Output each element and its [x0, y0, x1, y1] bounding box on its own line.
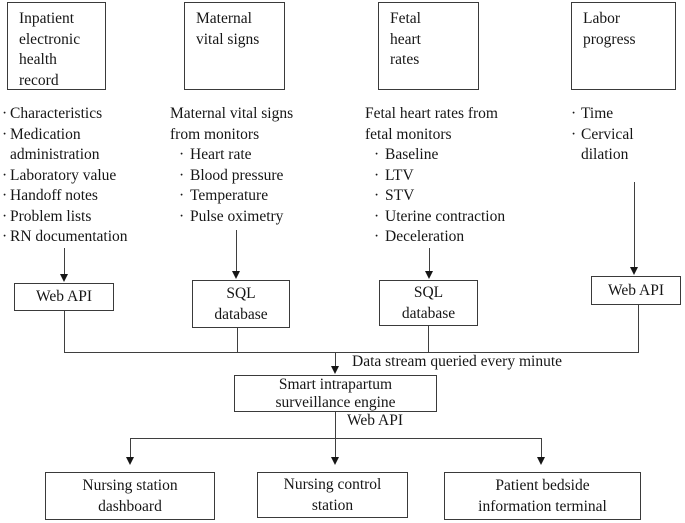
bullet: · — [2, 125, 8, 143]
arrowhead-icon — [60, 274, 68, 282]
bullet: · — [571, 125, 577, 143]
list-item-text: Blood pressure — [190, 166, 284, 184]
list-item-text: LTV — [385, 166, 414, 184]
web-api-box-2: Web API — [591, 276, 681, 305]
list-item: · LTV — [374, 166, 537, 187]
list-item: · Laboratory value — [2, 166, 164, 187]
arrowhead-icon — [126, 457, 134, 465]
list-item-text: Uterine contraction — [385, 207, 506, 225]
list-item-text: Problem lists — [10, 207, 92, 225]
list-items-group: · Baseline · LTV · STV · Uterine contrac… — [374, 145, 537, 248]
list-labor-progress: · Time · Cervical dilation — [571, 104, 681, 166]
line-webapi1-down — [64, 311, 66, 353]
list-heading: Fetal heart rates from fetal monitors — [365, 105, 498, 143]
engine-box: Smart intrapartum surveillance engine — [234, 375, 437, 412]
output-box-nursing-dashboard: Nursing station dashboard — [45, 472, 215, 520]
line-branch-middle — [335, 438, 337, 458]
list-item: · Deceleration — [374, 227, 537, 248]
list-item: · Blood pressure — [179, 166, 342, 187]
list-item: · Medication administration — [2, 125, 164, 166]
list-item: · Problem lists — [2, 207, 164, 228]
bullet: · — [2, 166, 8, 184]
bullet: · — [374, 146, 380, 163]
list-item-text: Heart rate — [190, 146, 252, 163]
source-box-fetal-heart-rates: Fetal heart rates — [378, 2, 479, 90]
list-item: · Cervical dilation — [571, 125, 681, 166]
bullet: · — [374, 207, 380, 225]
output-box-nursing-control: Nursing control station — [257, 472, 408, 518]
line-fetal-to-sql — [429, 248, 431, 271]
list-item-text: Medication administration — [10, 125, 100, 164]
list-item-text: Handoff notes — [10, 187, 98, 204]
list-item-text: Deceleration — [385, 228, 465, 245]
line-branch-right — [541, 438, 543, 458]
arrowhead-icon — [537, 457, 545, 465]
line-branch-left — [130, 438, 132, 458]
list-maternal-vitals: Maternal vital signs from monitors · Hea… — [170, 104, 342, 227]
web-api-box-1: Web API — [14, 283, 114, 311]
bullet: · — [571, 105, 577, 122]
web-api-label: Web API — [347, 412, 404, 429]
list-item-text: STV — [385, 187, 415, 204]
list-item-text: Temperature — [190, 187, 269, 204]
arrowhead-icon — [425, 271, 433, 279]
arrowhead-icon — [232, 271, 240, 279]
source-box-maternal-vitals: Maternal vital signs — [184, 2, 285, 90]
list-item-text: Time — [581, 105, 614, 122]
bullet: · — [179, 166, 185, 184]
list-item-text: Cervical dilation — [581, 125, 634, 164]
bullet: · — [179, 187, 185, 204]
bullet: · — [374, 228, 380, 245]
list-items-group: · Heart rate · Blood pressure · Temperat… — [179, 145, 342, 227]
bullet: · — [2, 187, 8, 204]
list-item: · Handoff notes — [2, 186, 164, 207]
bullet: · — [374, 166, 380, 184]
list-fetal-heart-rates: Fetal heart rates from fetal monitors · … — [365, 104, 537, 248]
line-junction-horizontal — [64, 352, 639, 354]
list-item: · Heart rate — [179, 145, 342, 166]
line-webapi2-down — [638, 305, 640, 353]
bullet: · — [179, 207, 185, 225]
list-item: · Baseline — [374, 145, 537, 166]
line-maternal-to-sql — [236, 230, 238, 271]
sql-database-box-2: SQL database — [379, 280, 478, 326]
line-labor-to-webapi — [634, 182, 636, 267]
list-item: · Pulse oximetry — [179, 207, 342, 228]
data-stream-label: Data stream queried every minute — [352, 353, 563, 370]
sql-database-box-1: SQL database — [192, 280, 290, 328]
list-item-text: Pulse oximetry — [190, 207, 284, 225]
bullet: · — [2, 228, 8, 245]
list-item: · STV — [374, 186, 537, 207]
bullet: · — [2, 105, 8, 122]
output-box-bedside-terminal: Patient bedside information terminal — [444, 472, 641, 520]
list-heading: Maternal vital signs from monitors — [170, 105, 294, 143]
list-item: · RN documentation — [2, 227, 164, 248]
bullet: · — [374, 187, 380, 204]
bullet: · — [179, 146, 185, 163]
list-item-text: Characteristics — [10, 105, 103, 122]
list-item-text: Laboratory value — [10, 166, 117, 184]
line-ehr-to-webapi — [64, 248, 66, 275]
arrowhead-icon — [331, 457, 339, 465]
list-item-text: Baseline — [385, 146, 439, 163]
list-item: · Characteristics — [2, 104, 164, 125]
list-ehr-items: · Characteristics · Medication administr… — [2, 104, 164, 248]
line-junction-to-engine — [335, 352, 337, 367]
source-box-labor-progress: Labor progress — [571, 2, 676, 90]
list-item: · Uterine contraction — [374, 207, 537, 228]
list-item-text: RN documentation — [10, 228, 128, 245]
arrowhead-icon — [331, 366, 339, 374]
arrowhead-icon — [630, 267, 638, 275]
line-sql1-down — [237, 328, 239, 353]
list-item: · Time — [571, 104, 681, 125]
bullet: · — [2, 207, 8, 225]
line-sql2-down — [428, 326, 430, 353]
list-item: · Temperature — [179, 186, 342, 207]
source-box-ehr: Inpatient electronic health record — [7, 2, 106, 90]
line-engine-down — [335, 412, 337, 439]
